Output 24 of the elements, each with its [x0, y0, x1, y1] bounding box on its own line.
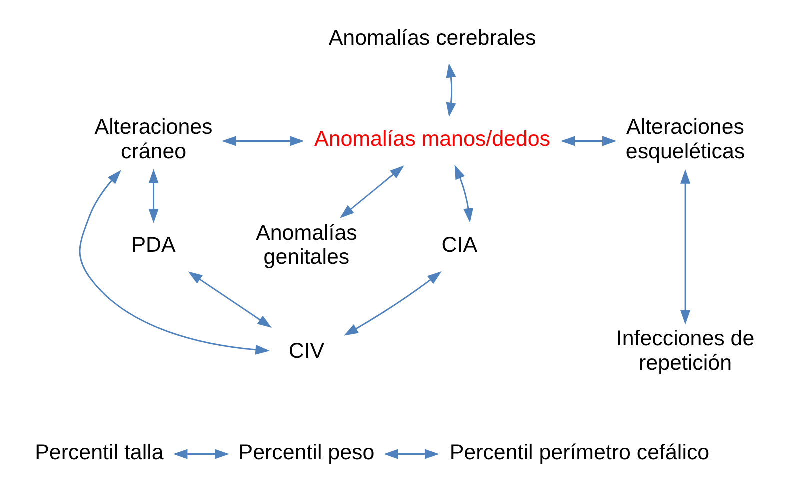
- node-text: Anomalías cerebrales: [328, 26, 536, 50]
- node-text: CIV: [288, 338, 324, 363]
- arrow: [188, 272, 272, 328]
- arrow: [680, 170, 690, 325]
- arrow: [446, 63, 456, 118]
- node-text: Anomalías genitales: [256, 220, 357, 270]
- arrow: [78, 170, 270, 355]
- node-text: PDA: [131, 233, 176, 258]
- node-text: Infecciones de repetición: [616, 326, 754, 375]
- node-text: Percentil talla: [34, 440, 164, 464]
- arrow: [340, 166, 404, 218]
- arrow: [384, 449, 439, 460]
- node-text: Percentil perímetro cefálico: [449, 440, 710, 464]
- arrow: [560, 136, 616, 146]
- arrow: [344, 272, 442, 336]
- node-text: Anomalías manos/dedos: [314, 127, 550, 152]
- arrow: [172, 449, 229, 460]
- node-text: Alteraciones esqueléticas: [625, 115, 745, 164]
- node-text: Percentil peso: [238, 440, 374, 464]
- node-text: Alteraciones cráneo: [94, 115, 212, 164]
- arrow: [221, 136, 304, 146]
- arrow: [148, 169, 158, 224]
- arrow: [454, 165, 474, 223]
- node-text: CIA: [441, 233, 478, 258]
